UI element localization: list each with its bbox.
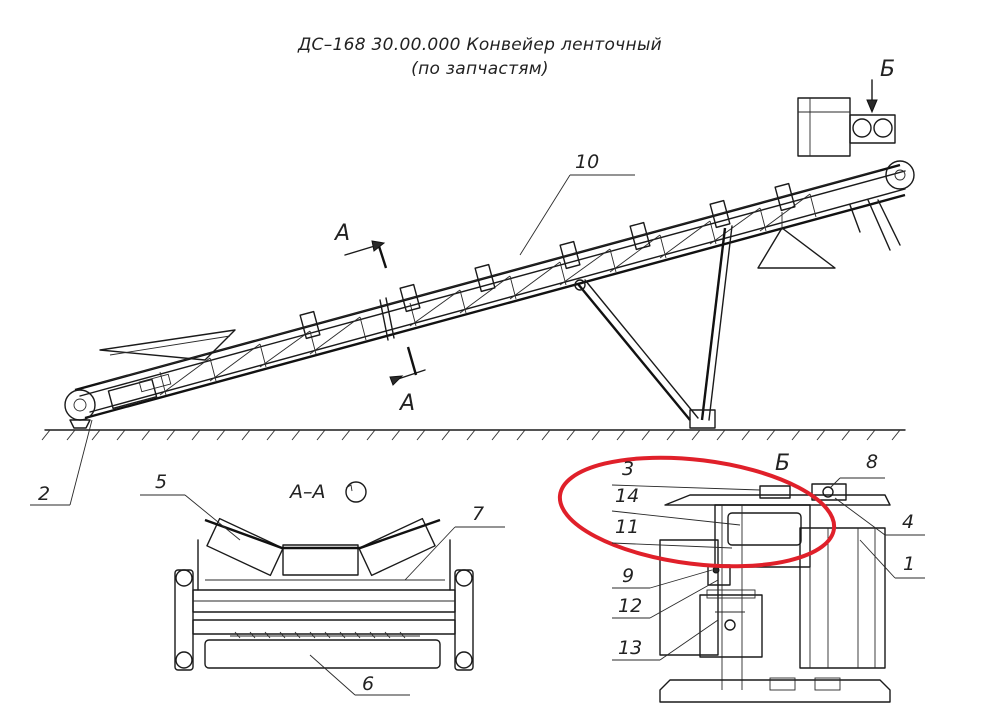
label-part-2: 2 [38, 483, 50, 505]
callout-6: 6 [309, 654, 410, 696]
label-part-9: 9 [622, 565, 634, 587]
label-section-a-top: А [333, 221, 350, 246]
title-line-2: (по запчастям) [411, 59, 549, 79]
callout-8: 8 [829, 451, 885, 489]
callout-7: 7 [404, 503, 505, 581]
view-b-arrow: Б [866, 57, 895, 114]
highlight-ellipse [557, 455, 837, 569]
label-part-6: 6 [362, 673, 374, 695]
view-b: Б [557, 451, 891, 703]
callout-5: 5 [140, 471, 241, 541]
callout-9: 9 [612, 565, 713, 589]
label-section-a-bottom: А [398, 391, 415, 416]
title-line-1: ДС–168 30.00.000 Конвейер ленточный [297, 35, 662, 55]
head-section [757, 97, 915, 269]
callout-10: 10 [519, 151, 635, 256]
label-part-11: 11 [615, 516, 639, 538]
section-a-markers: А А [333, 221, 426, 416]
label-part-7: 7 [472, 503, 484, 525]
conveyor-truss [74, 163, 906, 420]
label-part-5: 5 [155, 471, 167, 493]
label-part-13: 13 [618, 637, 642, 659]
label-part-10: 10 [575, 151, 599, 173]
callout-14: 14 [611, 485, 741, 526]
label-part-14: 14 [615, 485, 639, 507]
label-view-b-title: Б [775, 451, 790, 476]
label-part-12: 12 [618, 595, 642, 617]
callout-3: 3 [611, 458, 761, 491]
label-view-b-arrow: Б [880, 57, 895, 82]
section-aa: А–А [174, 481, 474, 671]
callout-2: 2 [30, 419, 93, 506]
callout-13: 13 [612, 619, 719, 661]
support-leg [574, 225, 733, 429]
callout-12: 12 [612, 579, 719, 619]
tail-section [64, 329, 236, 429]
label-section-aa: А–А [288, 481, 326, 503]
label-part-8: 8 [866, 451, 878, 473]
ground [41, 429, 906, 441]
callout-1: 1 [859, 539, 925, 579]
label-part-1: 1 [903, 553, 915, 575]
label-part-3: 3 [622, 458, 634, 480]
callout-4: 4 [834, 497, 925, 536]
label-part-4: 4 [902, 511, 914, 533]
callout-11: 11 [611, 516, 733, 549]
